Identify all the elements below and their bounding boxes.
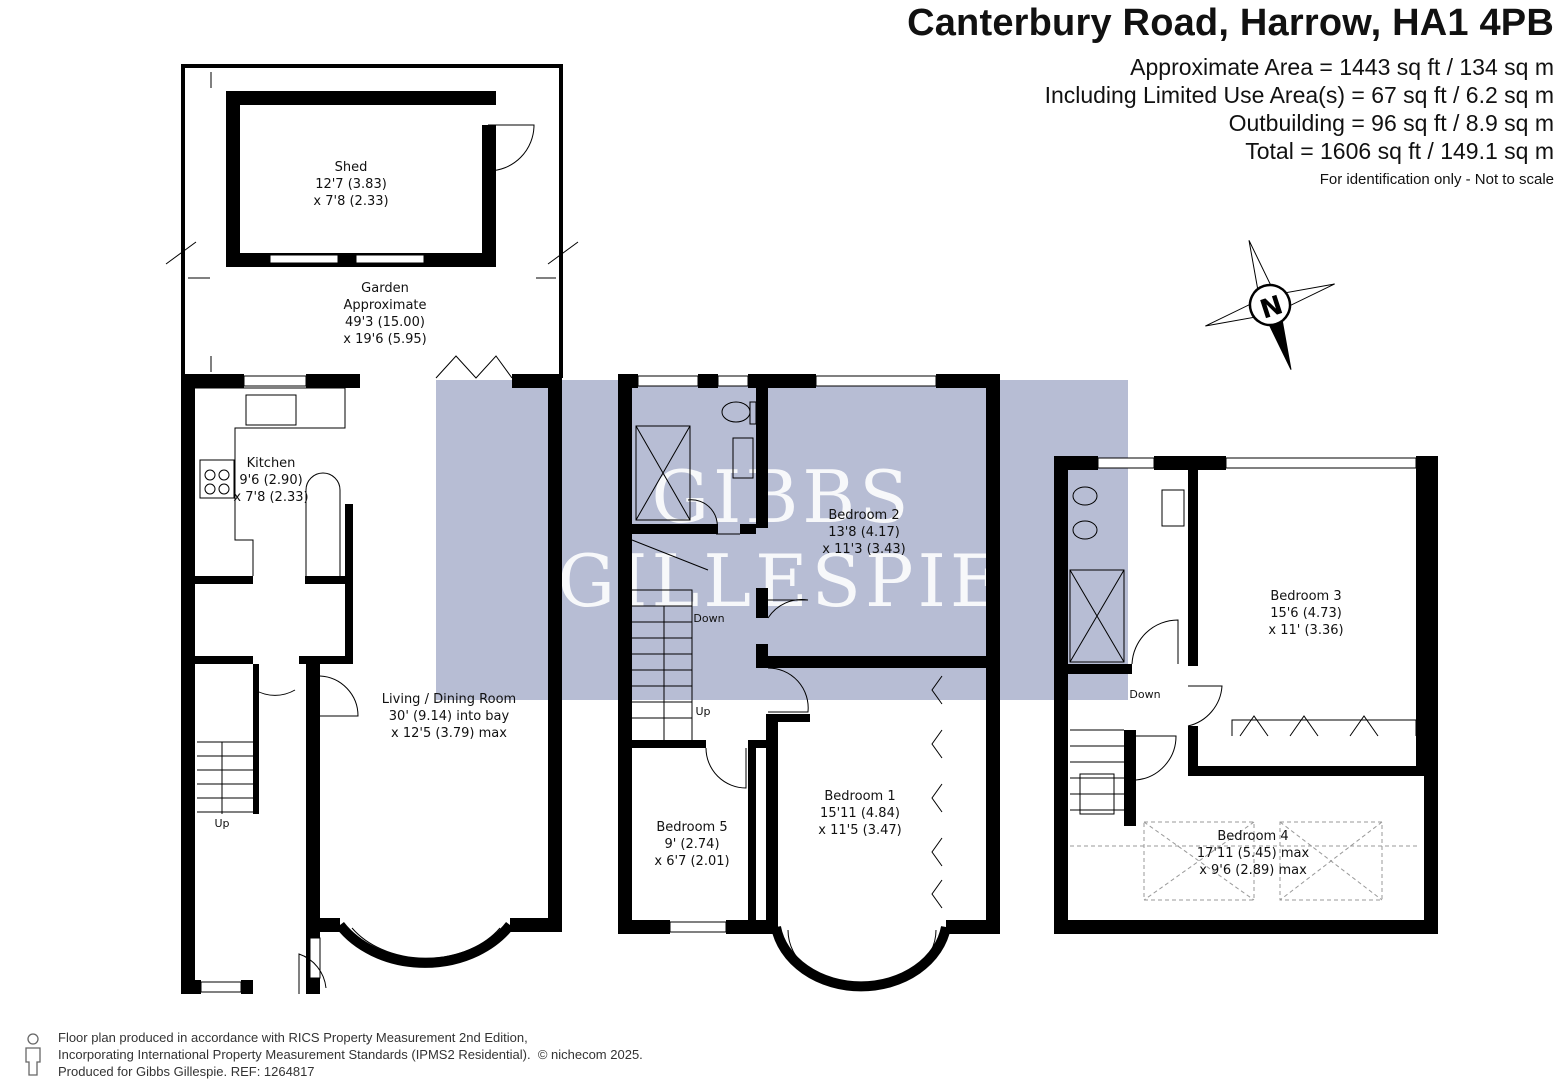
room-labels: Shed 12'7 (3.83) x 7'8 (2.33) Garden App…: [214, 160, 1343, 878]
bedroom2-dim1: 13'8 (4.17): [828, 525, 900, 540]
kitchen-name: Kitchen: [247, 456, 296, 471]
bedroom3-dim2: x 11' (3.36): [1268, 623, 1343, 638]
shed: [226, 91, 535, 267]
bedroom3-dim1: 15'6 (4.73): [1270, 606, 1342, 621]
person-icon: [25, 1033, 41, 1076]
second-floor: [1054, 456, 1438, 934]
living-name: Living / Dining Room: [382, 692, 516, 707]
footer-copyright: © nichecom 2025.: [537, 1047, 643, 1062]
living-dim2: x 12'5 (3.79) max: [391, 726, 507, 741]
garden-dim1: 49'3 (15.00): [345, 315, 425, 330]
scale-note: For identification only - Not to scale: [1319, 171, 1554, 188]
area-limited-use: Including Limited Use Area(s) = 67 sq ft…: [1044, 82, 1554, 108]
bedroom4-name: Bedroom 4: [1217, 829, 1288, 844]
bedroom4-dim2: x 9'6 (2.89) max: [1199, 863, 1307, 878]
stairs-up-ground: Up: [214, 817, 229, 830]
garden-dim2: x 19'6 (5.95): [343, 332, 426, 347]
header: Canterbury Road, Harrow, HA1 4PB Approxi…: [907, 0, 1554, 188]
bedroom1-dim2: x 11'5 (3.47): [818, 823, 901, 838]
bedroom2-name: Bedroom 2: [828, 508, 899, 523]
ground-floor: [181, 355, 562, 994]
watermark: GIBBS GILLESPIE: [436, 380, 1128, 700]
garden-sub: Approximate: [343, 298, 426, 313]
footer-line2: Incorporating International Property Mea…: [58, 1047, 531, 1062]
bedroom4-dim1: 17'11 (5.45) max: [1197, 846, 1310, 861]
area-approx: Approximate Area = 1443 sq ft / 134 sq m: [1130, 54, 1554, 80]
bedroom2-dim2: x 11'3 (3.43): [822, 542, 905, 557]
area-outbuilding: Outbuilding = 96 sq ft / 8.9 sq m: [1228, 110, 1554, 136]
first-floor: [618, 374, 1000, 992]
bedroom1-name: Bedroom 1: [824, 789, 895, 804]
footer-line3: Produced for Gibbs Gillespie. REF: 12648…: [58, 1064, 315, 1079]
footer-line1: Floor plan produced in accordance with R…: [58, 1030, 528, 1045]
garden-area: [165, 64, 579, 378]
stairs-down-second: Down: [1129, 688, 1160, 701]
bedroom5-dim1: 9' (2.74): [664, 837, 719, 852]
area-total: Total = 1606 sq ft / 149.1 sq m: [1245, 138, 1554, 164]
shed-dim1: 12'7 (3.83): [315, 177, 387, 192]
garden-name: Garden: [361, 281, 409, 296]
bedroom5-name: Bedroom 5: [656, 820, 727, 835]
living-dim1: 30' (9.14) into bay: [389, 709, 510, 724]
footer: Floor plan produced in accordance with R…: [58, 1029, 643, 1080]
footer-line2-wrap: Incorporating International Property Mea…: [58, 1046, 643, 1063]
compass-icon: [1205, 240, 1335, 370]
stairs-up-first: Up: [695, 705, 710, 718]
bedroom1-dim1: 15'11 (4.84): [820, 806, 900, 821]
kitchen-dim2: x 7'8 (2.33): [233, 490, 308, 505]
shed-name: Shed: [335, 160, 368, 175]
stairs-down-first: Down: [693, 612, 724, 625]
shed-dim2: x 7'8 (2.33): [313, 194, 388, 209]
page-title: Canterbury Road, Harrow, HA1 4PB: [907, 2, 1554, 44]
bedroom5-dim2: x 6'7 (2.01): [654, 854, 729, 869]
bedroom3-name: Bedroom 3: [1270, 589, 1341, 604]
kitchen-dim1: 9'6 (2.90): [239, 473, 302, 488]
